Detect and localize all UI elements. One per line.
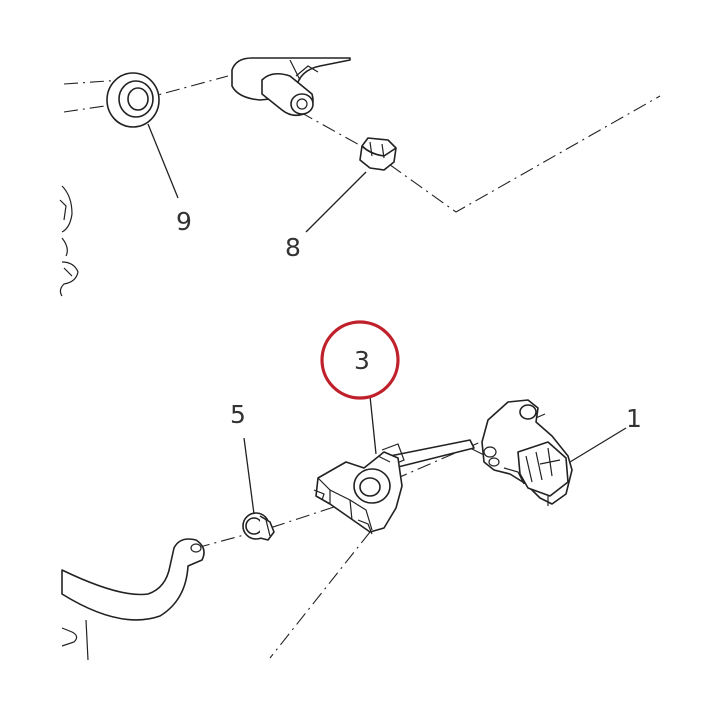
callout-labels: 1 3 5 8 9 — [176, 207, 642, 433]
leader-9 — [147, 123, 179, 199]
part-5-small-bushing — [242, 512, 275, 541]
part-3-sensor-bracket — [313, 439, 475, 535]
left-edge-partial-parts — [59, 185, 79, 297]
part-8-nut — [359, 137, 397, 171]
callout-5: 5 — [230, 400, 246, 429]
centerline-part3-down — [269, 531, 371, 659]
callout-3: 3 — [354, 346, 370, 375]
centerline-upper — [63, 75, 229, 113]
centerline-right — [469, 447, 491, 459]
leader-lines — [147, 123, 627, 515]
leader-1 — [569, 427, 627, 463]
leader-5 — [243, 437, 255, 515]
leader-3 — [369, 395, 377, 455]
leader-8 — [305, 171, 367, 233]
callout-8: 8 — [285, 233, 301, 262]
part-1-connector-bracket — [481, 399, 573, 506]
bottom-left-partial-part — [61, 619, 89, 661]
callout-9: 9 — [176, 207, 192, 236]
callout-1: 1 — [626, 404, 642, 433]
highlight-ring-callout-3 — [320, 320, 400, 400]
centerline-top-left — [63, 79, 123, 85]
linkage-rod — [61, 538, 205, 621]
part-9-bushing — [106, 72, 160, 128]
centerline-part8 — [299, 95, 661, 213]
top-assembly-housing — [231, 57, 351, 117]
